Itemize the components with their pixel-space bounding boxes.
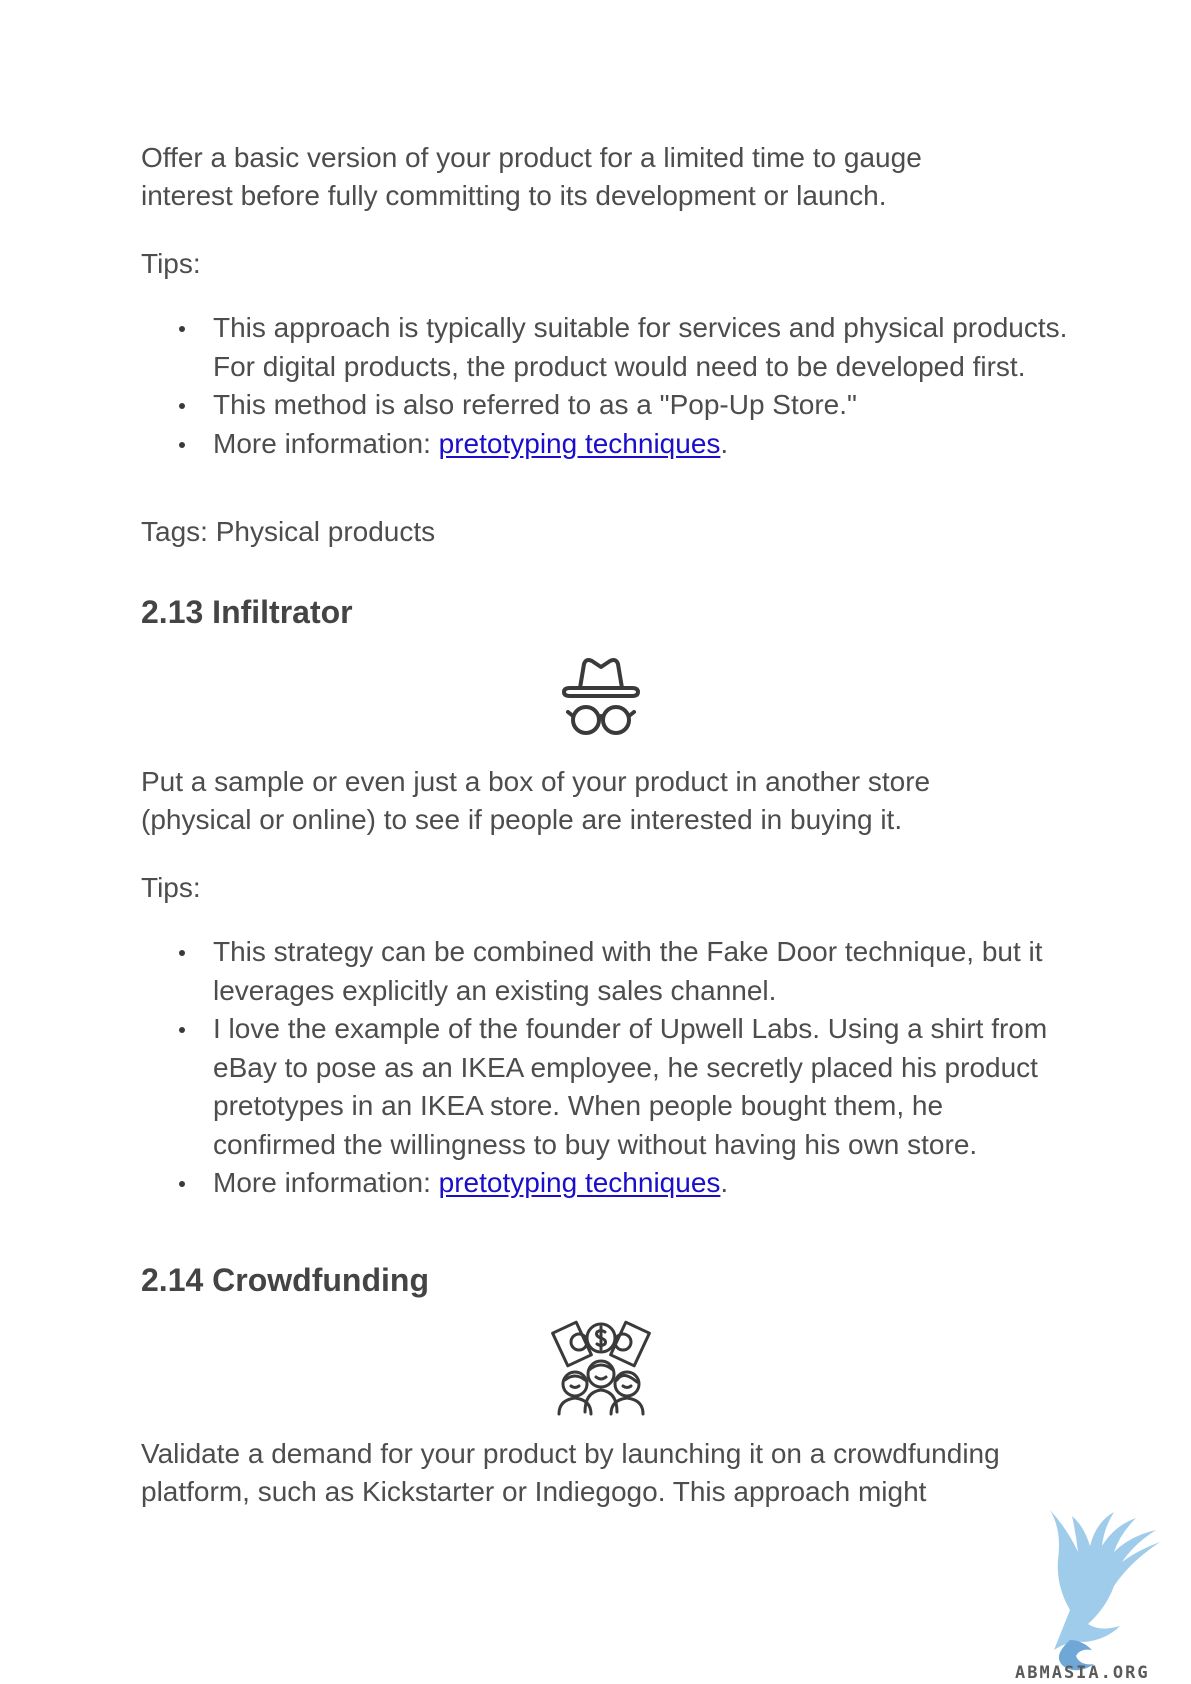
tags-line: Tags: Physical products [141,516,436,547]
watermark-text: ABMASIA.ORG [1015,1663,1150,1683]
more-info-prefix: More information: [213,427,439,459]
intro-tips-label: Tips: [141,248,201,279]
intro-paragraph: Offer a basic version of your product fo… [141,142,922,211]
crowdfunding-icon-container [141,1316,1061,1416]
list-item: More information: pretotyping techniques… [179,425,1073,464]
griffin-logo-icon [1050,1510,1160,1671]
pretotyping-techniques-link[interactable]: pretotyping techniques [438,1167,721,1198]
infiltrator-icon-container [141,652,1061,742]
infiltrator-paragraph: Put a sample or even just a box of your … [141,766,931,835]
infiltrator-tips-label: Tips: [141,872,201,903]
list-item: I love the example of the founder of Upw… [179,1010,1061,1164]
list-item: This method is also referred to as a "Po… [179,386,1073,425]
spy-hat-glasses-icon [562,658,640,735]
intro-tips-list: This approach is typically suitable for … [141,309,1073,463]
crowdfunding-paragraph: Validate a demand for your product by la… [141,1438,1000,1507]
list-item: More information: pretotyping techniques… [179,1164,1061,1203]
more-info-prefix: More information: [213,1167,439,1198]
section-heading-crowdfunding: 2.14 Crowdfunding [141,1262,429,1298]
crowdfunding-people-money-icon [551,1320,651,1416]
section-heading-infiltrator: 2.13 Infiltrator [141,594,353,630]
pretotyping-techniques-link[interactable]: pretotyping techniques [438,427,721,459]
list-item: This strategy can be combined with the F… [179,933,1061,1010]
list-item: This approach is typically suitable for … [179,309,1073,386]
infiltrator-tips-list: This strategy can be combined with the F… [141,933,1061,1203]
